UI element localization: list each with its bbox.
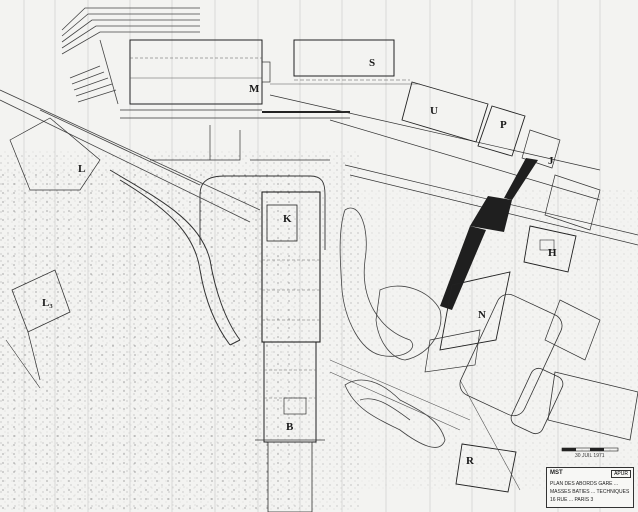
building-S <box>270 39 420 85</box>
lower-road-lines <box>329 359 521 491</box>
zone-L-outline <box>9 117 101 191</box>
zone-label-M: M <box>249 83 260 95</box>
road-loop <box>199 175 326 250</box>
zone-label-U: U <box>430 105 438 117</box>
zone-L3-outline <box>5 269 71 389</box>
building-M <box>129 39 271 105</box>
title-block: MST APUR PLAN DES ABORDS GARE ... MASSES… <box>546 467 634 508</box>
title-line-2: MASSES BATIES ... TECHNIQUES <box>550 489 630 495</box>
zone-label-S: S <box>369 57 375 69</box>
zone-label-N: N <box>478 309 486 321</box>
date-stamp: 30 JUIL 1971 <box>575 453 605 459</box>
block-H <box>523 225 577 273</box>
title-code: MST <box>550 470 563 476</box>
rail-tracks <box>0 7 261 223</box>
zone-label-B: B <box>286 421 294 433</box>
block-N <box>424 271 511 373</box>
zone-label-H: H <box>548 247 557 259</box>
lower-right-blocks <box>459 293 638 441</box>
central-building <box>255 191 325 512</box>
zone-label-R: R <box>466 455 475 467</box>
title-line-1: PLAN DES ABORDS GARE ... <box>550 481 619 487</box>
scale-bar <box>561 447 619 452</box>
zone-label-K: K <box>283 213 292 225</box>
zone-label-P: P <box>500 119 507 131</box>
vegetation-areas <box>339 207 446 448</box>
zone-label-L: L <box>78 163 85 175</box>
title-badge: APUR <box>611 470 631 478</box>
zone-label-L3: L₃ <box>42 297 53 309</box>
building-P <box>477 105 526 157</box>
zone-label-J: J <box>548 155 554 167</box>
road-lines <box>120 94 638 246</box>
title-line-3: 16 RUE ... PARIS 3 <box>550 497 594 503</box>
building-U <box>401 81 489 143</box>
embankment <box>109 169 241 346</box>
right-buildings <box>521 129 601 361</box>
